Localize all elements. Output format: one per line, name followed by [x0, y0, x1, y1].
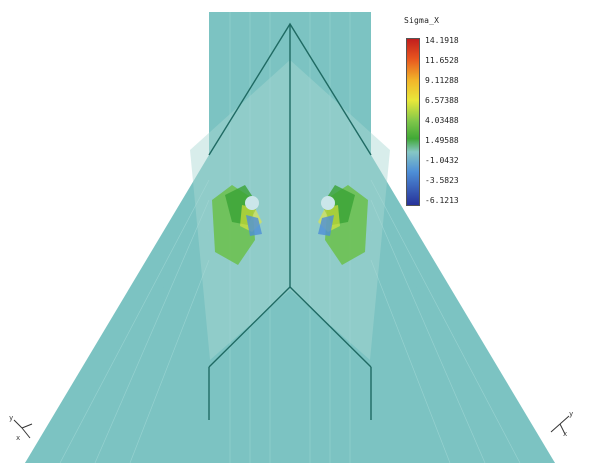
triad-y-label: y — [569, 410, 574, 418]
triad-x-label: x — [16, 434, 21, 442]
legend-label: 11.6528 — [425, 56, 459, 65]
left-diagonal-band — [25, 155, 209, 463]
lower-left-band — [25, 230, 209, 463]
stress-hotspot-left — [212, 185, 262, 265]
lower-chevron — [208, 286, 372, 368]
stress-hotspot-right — [318, 185, 368, 265]
lower-right-band — [371, 230, 555, 463]
triad-x-label: x — [563, 430, 568, 438]
legend-label: 6.57388 — [425, 96, 459, 105]
triad-y-label: y — [9, 414, 14, 422]
legend-label: -6.1213 — [425, 196, 459, 205]
sigma-x-legend: Sigma_X 14.1918 11.6528 9.11288 6.57388 … — [404, 16, 494, 216]
structure-edges — [208, 22, 372, 420]
legend-title: Sigma_X — [404, 16, 440, 25]
axis-triad-left-icon: y x — [8, 412, 38, 442]
legend-label: 9.11288 — [425, 76, 459, 85]
mesh-lines — [59, 12, 521, 463]
legend-label: 4.03488 — [425, 116, 459, 125]
legend-label: -3.5823 — [425, 176, 459, 185]
legend-label: 1.49588 — [425, 136, 459, 145]
legend-color-bar — [406, 38, 420, 206]
right-diagonal-band — [371, 155, 555, 463]
legend-label: 14.1918 — [425, 36, 459, 45]
legend-label: -1.0432 — [425, 156, 459, 165]
axis-triad-right-icon: y x — [545, 408, 575, 438]
